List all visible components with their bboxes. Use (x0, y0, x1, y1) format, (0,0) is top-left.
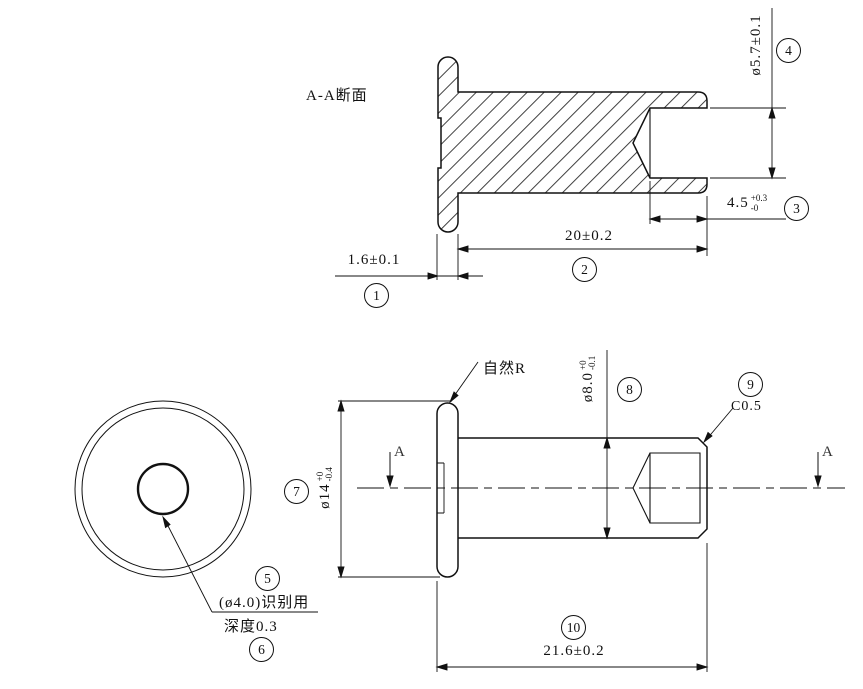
side-dimension-lines (337, 350, 709, 672)
dim-body-length-text: 20±0.2 (565, 228, 613, 244)
id-mark-leader (162, 515, 318, 613)
section-view (437, 56, 708, 233)
balloon-3: 3 (784, 196, 809, 221)
dim-total-length-text: 21.6±0.2 (543, 643, 605, 659)
balloon-9: 9 (738, 372, 763, 397)
leader-lines (448, 361, 734, 444)
dim-bore-depth-value: 4.5 (727, 194, 749, 211)
balloon-6: 6 (249, 637, 274, 662)
section-title: A-A断面 (306, 88, 368, 104)
dim-bore-dia-text: ø5.7±0.1 (747, 14, 764, 76)
balloon-8: 8 (617, 377, 642, 402)
note-chamfer: C0.5 (731, 399, 762, 414)
natural-r-leader (451, 361, 479, 400)
flange-inner-edge-circle (81, 407, 245, 571)
balloon-4: 4 (776, 38, 801, 63)
balloon-5: 5 (255, 566, 280, 591)
flange-outline (436, 402, 459, 578)
side-view (357, 402, 845, 578)
note-natural-r: 自然R (483, 361, 527, 377)
dim-flange-dia-text: ø14+0-0.4 (315, 448, 335, 528)
dim-bore-depth-tol-upper: +0.3 (750, 193, 768, 203)
section-profile-hatched (437, 56, 708, 233)
dim-body-dia-tol-lower: -0.1 (587, 355, 597, 370)
note-id-mark: (ø4.0)识别用 (219, 595, 310, 611)
dim-flange-dia-tol-lower: -0.4 (324, 467, 334, 482)
dim-flange-thickness-text: 1.6±0.1 (347, 252, 401, 268)
dim-flange-dia-value: ø14 (316, 483, 333, 509)
balloon-2: 2 (572, 257, 597, 282)
id-mark-circle (136, 462, 190, 516)
dim-bore-depth-text: 4.5+0.3-0 (727, 193, 768, 213)
dim-body-dia-value: ø8.0 (579, 372, 596, 403)
section-arrow-label-left: A (394, 444, 405, 460)
dim-body-dia-text: ø8.0+0-0.1 (578, 339, 598, 419)
balloon-7: 7 (284, 479, 309, 504)
section-dimension-lines (335, 8, 786, 280)
note-depth: 深度0.3 (224, 619, 278, 635)
section-cut-arrows (386, 452, 822, 488)
dim-bore-depth-tol-lower: -0 (750, 202, 759, 213)
front-view (74, 400, 252, 578)
flange-outer-circle (74, 400, 252, 578)
balloon-1: 1 (364, 283, 389, 308)
section-arrow-label-right: A (822, 444, 833, 460)
balloon-10: 10 (561, 615, 586, 640)
